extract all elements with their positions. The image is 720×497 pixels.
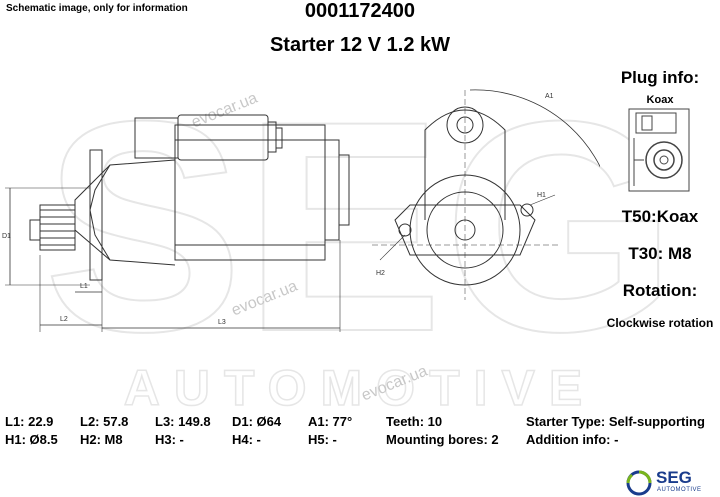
spec-mounting-bores: Mounting bores: 2 [386,432,499,447]
plug-info-type: Koax [646,94,674,106]
spec-d1: D1: Ø64 [232,414,282,429]
drive-housing [89,159,176,266]
label-l3: L3 [218,319,226,326]
spec-h3: H3: - [155,432,184,447]
motor-endcap-inner [338,154,350,226]
starter-drawing: D1 L1 L2 L3 A1 H1 H2 [2,89,600,332]
drive-nose [74,164,111,261]
label-h2: H2 [376,270,385,277]
spec-l1: L1: 22.9 [5,414,54,429]
rotation-value: Clockwise rotation [606,316,714,330]
mount-bore [520,203,534,217]
label-d1: D1 [2,233,11,240]
shaft-end [29,219,41,241]
mount-bore [398,223,412,237]
spec-l2: L2: 57.8 [80,414,129,429]
spec-h4: H4: - [232,432,261,447]
label-a1: A1 [545,93,554,100]
rotation-heading: Rotation: [622,281,698,300]
solenoid-terminal [267,121,277,153]
label-l1: L1 [80,283,88,290]
label-h1: H1 [537,192,546,199]
seg-logo-sub: AUTOMOTIVE [657,487,702,493]
spec-starter-type: Starter Type: Self-supporting [526,414,705,429]
plug-diagram [628,108,690,192]
motor-endcap [324,139,340,241]
seg-logo-text: SEG [656,468,692,487]
solenoid [177,114,269,161]
spec-addition-info: Addition info: - [526,432,619,447]
spec-teeth: Teeth: 10 [386,414,443,429]
mounting-flange [89,149,103,281]
spec-a1: A1: 77° [308,414,353,429]
plug-info-heading: Plug info: [620,68,700,87]
spec-h1: H1: Ø8.5 [5,432,58,447]
pinion [39,204,76,251]
motor-body [174,124,326,261]
solenoid-terminal [275,127,283,149]
terminal-t50: T50:Koax [621,207,699,226]
watermark-site-3: evocar.ua [359,362,430,405]
dim-h2 [379,234,406,261]
spec-h2: H2: M8 [80,432,123,447]
front-solenoid-cap [446,106,484,144]
dim-h1 [529,194,556,206]
page-title: Starter 12 V 1.2 kW [269,34,451,56]
label-l2: L2 [60,316,68,323]
disclaimer: Schematic image, only for information [6,3,188,14]
dim-a1-arc [469,89,600,168]
part-number: 0001172400 [304,0,416,22]
terminal-t30: T30: M8 [628,244,692,263]
solenoid-cap [134,117,179,159]
front-flange [394,204,536,256]
spec-h5: H5: - [308,432,337,447]
seg-logo-icon [626,470,652,496]
spec-l3: L3: 149.8 [155,414,211,429]
